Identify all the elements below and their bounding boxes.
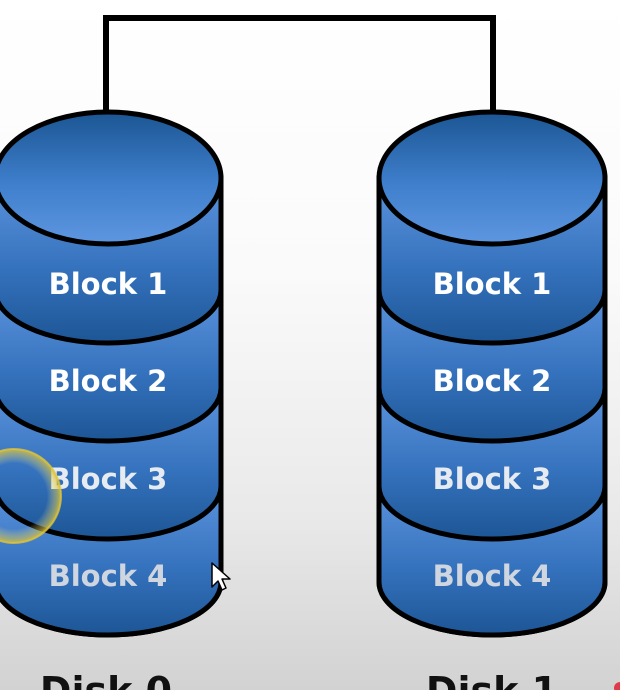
disk-1-block-2-label: Block 2 xyxy=(433,364,552,398)
mouse-pointer-icon xyxy=(211,562,231,591)
disk-0-block-3-label: Block 3 xyxy=(49,462,168,496)
disk-1-block-4-label: Block 4 xyxy=(433,559,552,593)
disk-0-divider-2 xyxy=(0,387,224,444)
disk-1-segment-2 xyxy=(379,290,605,441)
disk-0-block-4-label: Block 4 xyxy=(49,559,168,593)
disk-0-block-2-label: Block 2 xyxy=(49,364,168,398)
disk-0: Block 1 Block 2 Block 3 Block 4 xyxy=(0,109,224,638)
disk-1-block-1-label: Block 1 xyxy=(433,267,552,301)
disk-1-segment-4 xyxy=(379,486,605,635)
disk-1-divider-2 xyxy=(376,387,608,444)
disk-0-divider-1 xyxy=(0,289,224,346)
disk-0-label: Disk 0 xyxy=(40,669,172,690)
disk-1-top-cap xyxy=(376,109,608,247)
disk-0-segment-4 xyxy=(0,486,221,635)
disk-1-divider-3 xyxy=(376,485,608,542)
mirror-connector xyxy=(103,15,496,114)
disk-0-block-1-label: Block 1 xyxy=(49,267,168,301)
disk-1: Block 1 Block 2 Block 3 Block 4 xyxy=(376,109,608,638)
disk-0-outline xyxy=(0,178,224,638)
recording-indicator-dot xyxy=(614,682,620,690)
disk-1-outline xyxy=(376,178,608,638)
disk-1-block-3-label: Block 3 xyxy=(433,462,552,496)
disk-1-divider-1 xyxy=(376,289,608,346)
disk-1-label: Disk 1 xyxy=(426,669,558,690)
click-highlight-ring xyxy=(0,448,62,544)
disk-0-segment-2 xyxy=(0,290,221,441)
disk-0-top-cap xyxy=(0,109,224,247)
disk-1-segment-3 xyxy=(379,388,605,539)
